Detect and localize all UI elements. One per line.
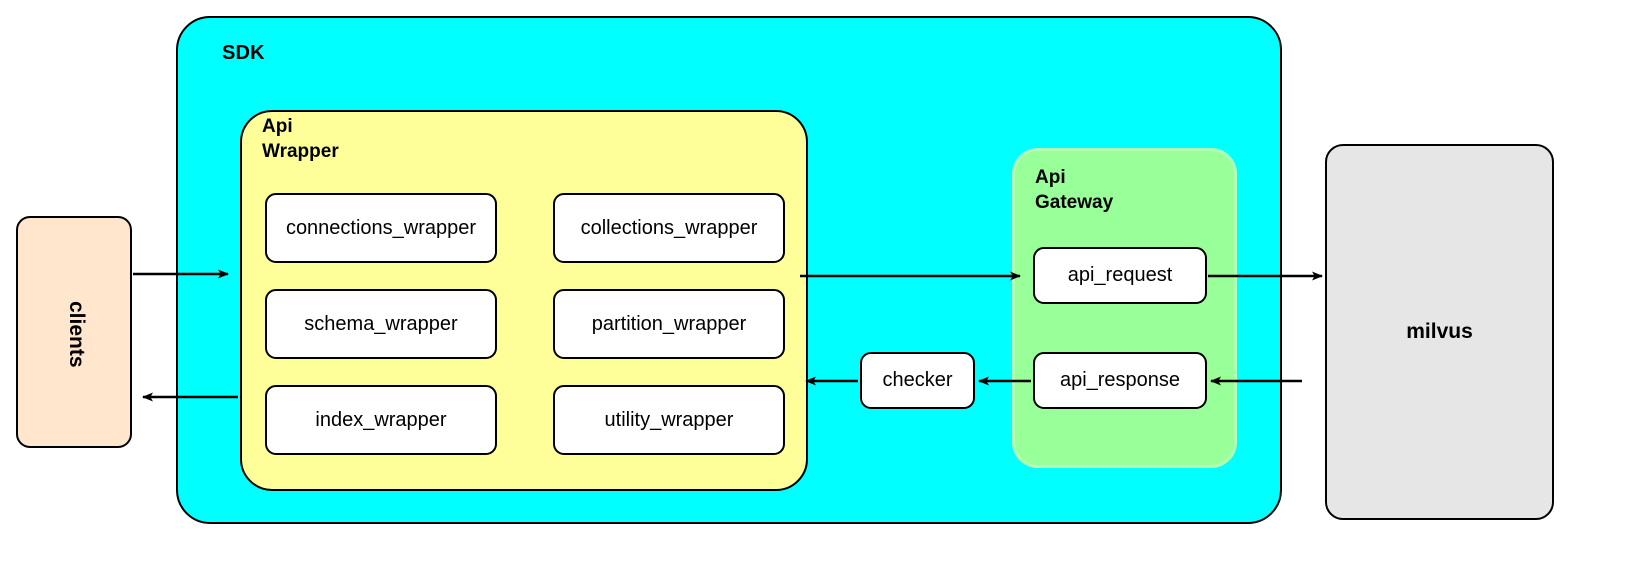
api-gateway-label-line1: Api <box>1035 167 1066 188</box>
api-wrapper-label-line2: Wrapper <box>262 141 339 162</box>
node-index-wrapper[interactable]: index_wrapper <box>265 385 497 455</box>
api-gateway-label: Api Gateway <box>1035 165 1205 215</box>
node-utility-wrapper[interactable]: utility_wrapper <box>553 385 785 455</box>
clients-label: clients <box>65 300 88 368</box>
sdk-label: SDK <box>222 42 265 64</box>
node-partition-wrapper[interactable]: partition_wrapper <box>553 289 785 359</box>
node-api-request[interactable]: api_request <box>1033 247 1207 304</box>
node-clients[interactable]: clients <box>16 216 132 448</box>
node-checker[interactable]: checker <box>860 352 975 409</box>
node-milvus[interactable]: milvus <box>1325 144 1554 520</box>
node-collections-wrapper[interactable]: collections_wrapper <box>553 193 785 263</box>
api-gateway-label-line2: Gateway <box>1035 192 1114 213</box>
node-connections-wrapper[interactable]: connections_wrapper <box>265 193 497 263</box>
api-wrapper-label-line1: Api <box>262 116 293 137</box>
node-api-response[interactable]: api_response <box>1033 352 1207 409</box>
api-wrapper-label: Api Wrapper <box>262 114 442 164</box>
node-schema-wrapper[interactable]: schema_wrapper <box>265 289 497 359</box>
api-gateway-container <box>1012 148 1237 468</box>
